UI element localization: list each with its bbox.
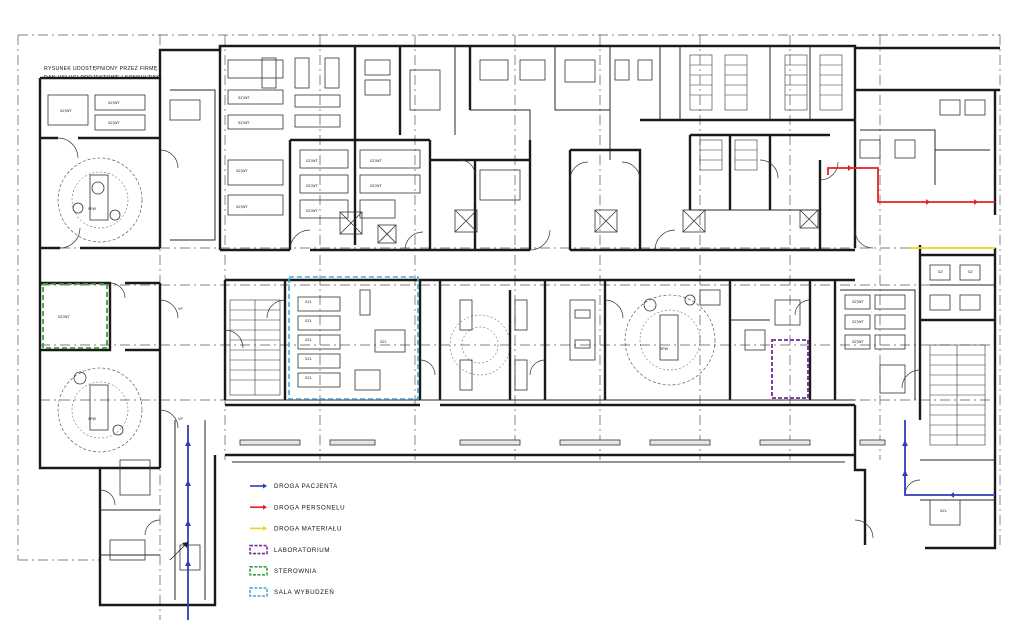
operating-room-equipment <box>57 157 716 453</box>
legend-label: DROGA MATERIAŁU <box>274 526 342 533</box>
room-tags: SZ/WT SZ/WT SZ/WT SZ/WT SZ/WT SZ/WT SZ/W… <box>58 96 973 513</box>
svg-text:SZ/WT: SZ/WT <box>306 184 319 188</box>
legend-item: DROGA PERSONELU <box>250 504 345 511</box>
legend-arrow-icon <box>263 483 267 489</box>
control-room-zone <box>42 283 108 349</box>
svg-text:SZ/WT: SZ/WT <box>236 205 249 209</box>
svg-text:SZ/WT: SZ/WT <box>60 109 73 113</box>
svg-text:SZ/WT: SZ/WT <box>852 320 865 324</box>
svg-text:SZ/WT: SZ/WT <box>58 315 71 319</box>
legend-arrow-icon <box>263 504 267 510</box>
legend-label: LABORATORIUM <box>274 547 330 554</box>
staff-route-arrows <box>848 165 978 205</box>
svg-text:SZL: SZL <box>380 340 387 344</box>
svg-text:SZ: SZ <box>968 270 973 274</box>
legend-label: STEROWNIA <box>274 568 317 575</box>
staff-route-path <box>827 167 995 203</box>
svg-text:VP: VP <box>178 307 183 311</box>
legend-label: DROGA PERSONELU <box>274 504 345 511</box>
interior-walls <box>40 46 995 600</box>
credit-line-1: RYSUNEK UDOSTĘPNIONY PRZEZ FIRMĘ <box>44 66 158 72</box>
svg-text:SPW: SPW <box>88 207 96 211</box>
svg-text:SZL: SZL <box>305 376 312 380</box>
patient-route-arrows-right <box>902 440 954 498</box>
north-arrow-icon <box>169 541 189 561</box>
corridor-benches <box>239 439 886 446</box>
credit-line-2: DAN USŁUGI PROJEKTOWE I KONSULTING <box>44 75 161 81</box>
svg-text:SZL: SZL <box>305 319 312 323</box>
legend-item: STEROWNIA <box>249 565 317 576</box>
svg-text:SZ/WT: SZ/WT <box>306 159 319 163</box>
patient-route-arrows-left <box>185 440 191 566</box>
legend-label: DROGA PACJENTA <box>274 483 338 490</box>
recovery-room-zone <box>288 276 419 400</box>
legend-swatch <box>249 565 268 576</box>
recovery-beds <box>297 289 406 391</box>
svg-text:SZL: SZL <box>305 357 312 361</box>
legend-item: DROGA MATERIAŁU <box>250 525 342 533</box>
legend: DROGA PACJENTA DROGA PERSONELU DROGA MATER… <box>249 483 345 597</box>
svg-text:VP: VP <box>178 417 183 421</box>
svg-text:SZ/WT: SZ/WT <box>236 169 249 173</box>
svg-text:SPW: SPW <box>88 417 96 421</box>
svg-text:SZ/WT: SZ/WT <box>370 184 383 188</box>
door-swings <box>57 137 921 539</box>
laboratory-zone <box>771 339 809 399</box>
svg-text:SZL: SZL <box>305 338 312 342</box>
legend-item: SALA WYBUDZEŃ <box>249 587 334 597</box>
svg-text:SZL: SZL <box>305 300 312 304</box>
legend-arrow-icon <box>263 525 267 531</box>
legend-item: DROGA PACJENTA <box>250 483 338 490</box>
svg-text:SZ/WT: SZ/WT <box>852 340 865 344</box>
svg-text:SZ/WT: SZ/WT <box>306 209 319 213</box>
legend-swatch <box>249 544 268 555</box>
svg-text:SPW: SPW <box>660 347 668 351</box>
svg-text:SZ/WT: SZ/WT <box>238 96 251 100</box>
svg-text:SZ/WT: SZ/WT <box>238 121 251 125</box>
svg-text:SZ/WT: SZ/WT <box>108 101 121 105</box>
svg-text:SZ/WT: SZ/WT <box>370 159 383 163</box>
svg-text:SZ: SZ <box>938 270 943 274</box>
legend-item: LABORATORIUM <box>249 544 330 555</box>
svg-text:SZ/WT: SZ/WT <box>108 121 121 125</box>
staircases <box>229 54 986 446</box>
svg-text:SZL: SZL <box>940 509 947 513</box>
legend-label: SALA WYBUDZEŃ <box>274 589 334 596</box>
patient-route-path-right <box>904 420 995 496</box>
legend-swatch <box>249 587 268 597</box>
svg-text:SZ/WT: SZ/WT <box>852 300 865 304</box>
desks-and-cabinets <box>47 57 986 571</box>
drawing-credit: RYSUNEK UDOSTĘPNIONY PRZEZ FIRMĘ DAN USŁ… <box>44 66 161 81</box>
